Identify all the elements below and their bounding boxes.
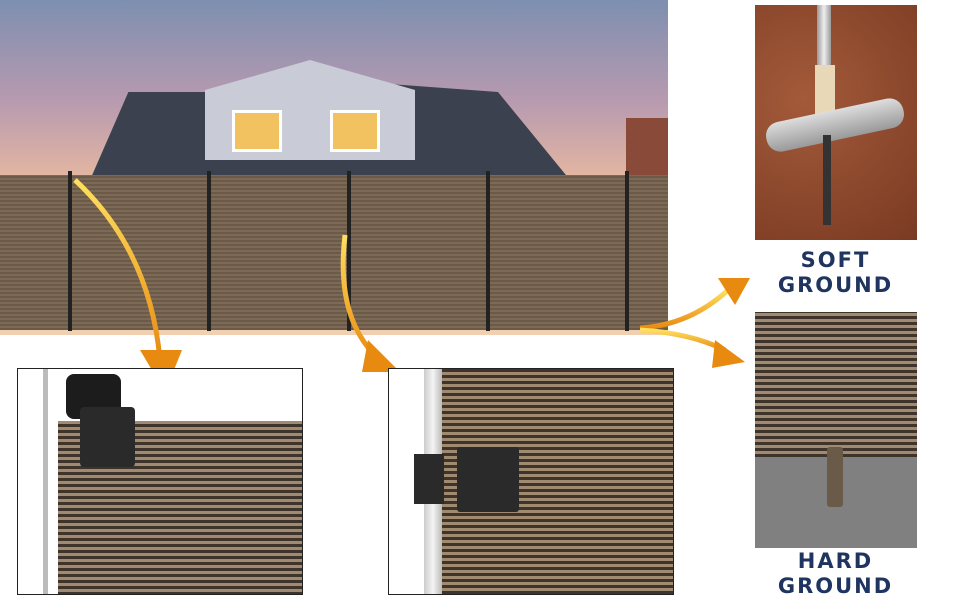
arrow-icon: [340, 234, 382, 362]
house-fence-photo: [0, 0, 668, 335]
hard-ground-label: HARD GROUND: [753, 549, 918, 599]
label-line: GROUND: [777, 273, 894, 297]
privacy-screen-fence: [0, 171, 668, 331]
soft-ground-stake-image: [755, 5, 917, 240]
label-line: SOFT: [800, 248, 871, 272]
arrow-icon: [362, 340, 400, 372]
neighbor-house: [626, 118, 668, 178]
arrow-icon: [639, 327, 727, 353]
arrow-icon: [718, 278, 750, 305]
hard-ground-mount-image: [755, 312, 917, 548]
house-window: [330, 110, 380, 152]
house-window: [232, 110, 282, 152]
corner-bracket-detail: [17, 368, 303, 595]
arrow-icon: [712, 340, 745, 368]
side-clip-detail: [388, 368, 674, 595]
label-line: GROUND: [777, 574, 894, 598]
arrow-icon: [639, 288, 730, 331]
label-line: HARD: [797, 549, 874, 573]
clip-icon: [457, 447, 519, 512]
soft-ground-label: SOFT GROUND: [753, 248, 918, 298]
arrow-icon: [73, 178, 163, 361]
